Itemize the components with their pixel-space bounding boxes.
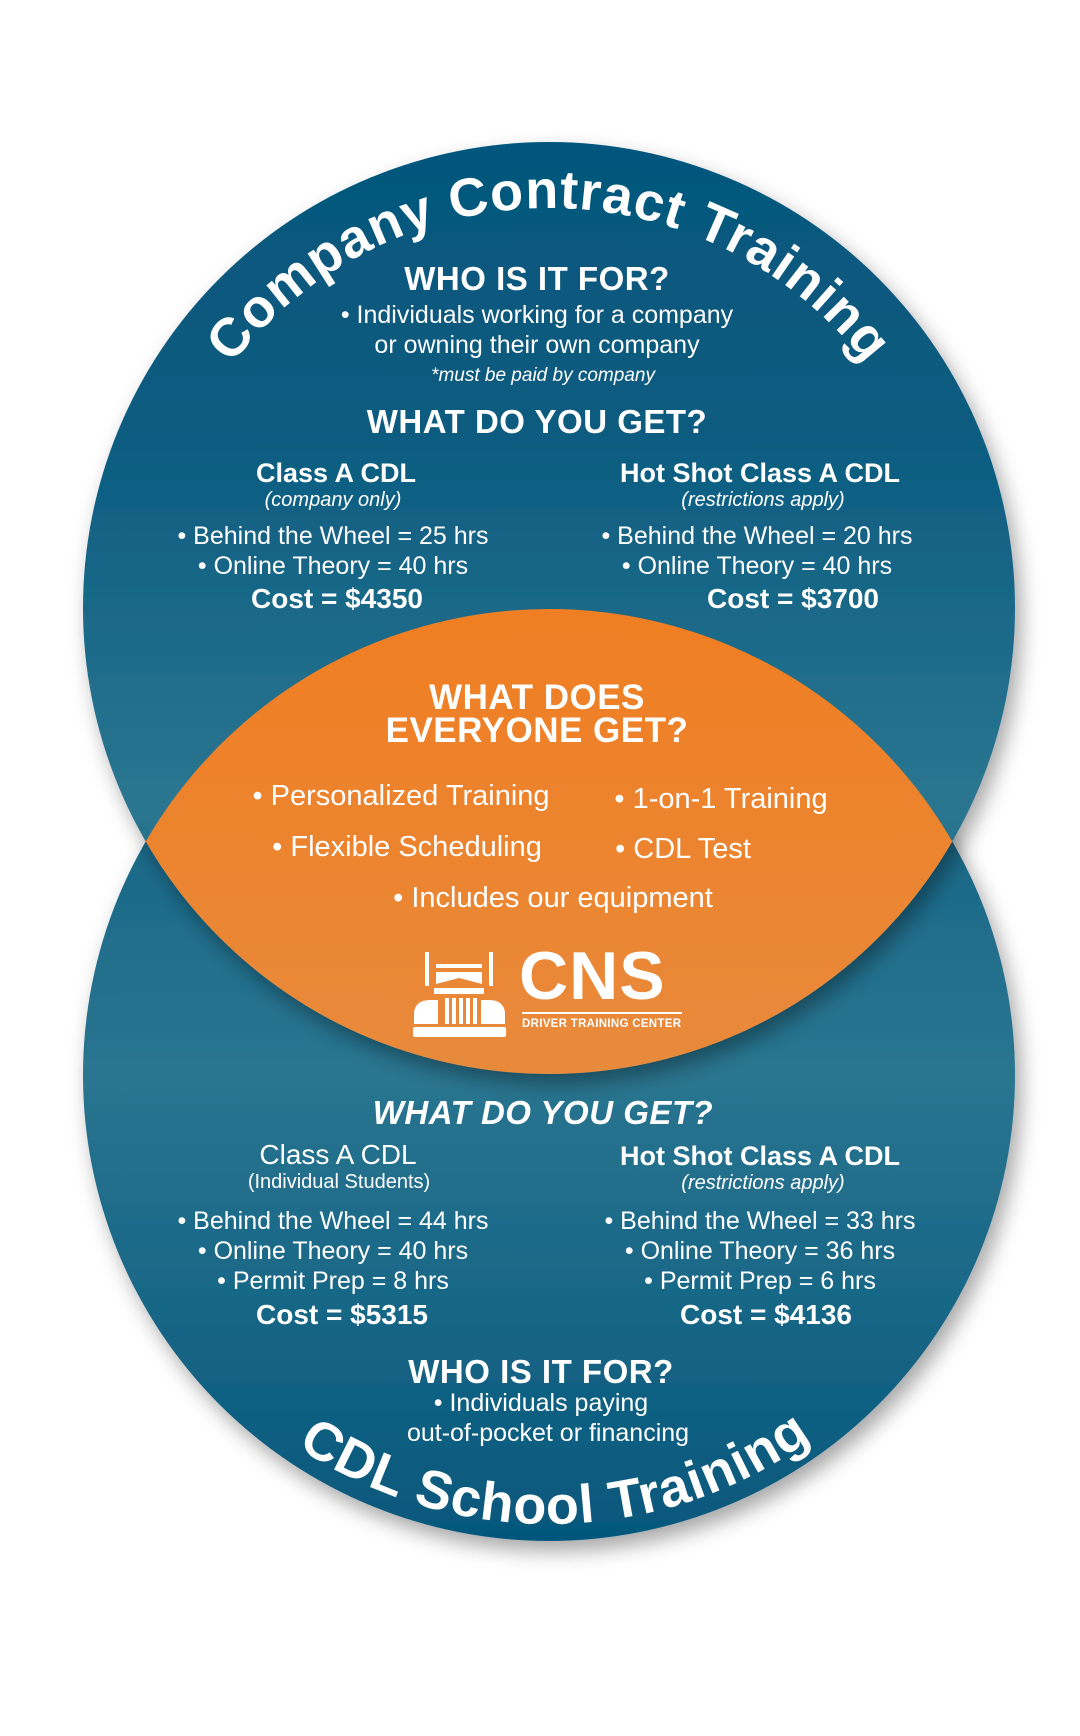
- top-right-item: • Behind the Wheel = 20 hrs: [601, 522, 913, 550]
- bottom-right-subtitle: (restrictions apply): [681, 1172, 845, 1194]
- top-who-line: • Individuals working for a company: [340, 301, 734, 329]
- logo-name: CNS: [519, 938, 666, 1014]
- bottom-left-item: • Online Theory = 40 hrs: [197, 1237, 469, 1265]
- top-get-title: WHAT DO YOU GET?: [366, 403, 708, 440]
- bottom-left-subtitle: (Individual Students): [247, 1171, 431, 1193]
- bottom-left-item: • Behind the Wheel = 44 hrs: [177, 1207, 489, 1235]
- bottom-right-item: • Online Theory = 36 hrs: [624, 1237, 896, 1265]
- middle-item: • Personalized Training: [252, 780, 550, 812]
- top-who-title: WHO IS IT FOR?: [404, 260, 670, 297]
- top-right-title: Hot Shot Class A CDL: [619, 458, 901, 488]
- top-right-subtitle: (restrictions apply): [681, 489, 845, 511]
- bottom-right-item: • Behind the Wheel = 33 hrs: [604, 1207, 916, 1235]
- top-left-item: • Online Theory = 40 hrs: [197, 552, 469, 580]
- bottom-right-title: Hot Shot Class A CDL: [619, 1141, 901, 1171]
- bottom-who-line: out-of-pocket or financing: [406, 1419, 690, 1447]
- bottom-left-title: Class A CDL: [259, 1139, 417, 1170]
- middle-item: • 1-on-1 Training: [614, 783, 828, 815]
- top-who-note: *must be paid by company: [431, 365, 655, 386]
- middle-item: • Flexible Scheduling: [272, 831, 542, 863]
- bottom-who-line: • Individuals paying: [433, 1389, 649, 1417]
- middle-title: WHAT DOES: [429, 678, 645, 717]
- top-left-cost: Cost = $4350: [251, 583, 423, 614]
- bottom-left-cost: Cost = $5315: [256, 1299, 428, 1330]
- top-left-title: Class A CDL: [255, 458, 417, 488]
- logo-divider: [522, 1012, 682, 1014]
- middle-item: • Includes our equipment: [393, 882, 713, 914]
- bottom-right-item: • Permit Prep = 6 hrs: [644, 1267, 876, 1295]
- top-right-cost: Cost = $3700: [707, 583, 879, 614]
- top-right-item: • Online Theory = 40 hrs: [621, 552, 893, 580]
- overlap-lens: [83, 609, 1015, 1074]
- cns-logo: CNS DRIVER TRAINING CENTER: [412, 942, 682, 1038]
- bottom-who-title: WHO IS IT FOR?: [408, 1353, 674, 1390]
- bottom-get-title: WHAT DO YOU GET?: [372, 1094, 714, 1131]
- bottom-right-cost: Cost = $4136: [680, 1299, 852, 1330]
- top-who-line: or owning their own company: [374, 331, 700, 359]
- bottom-left-item: • Permit Prep = 8 hrs: [217, 1267, 449, 1295]
- truck-icon: [413, 952, 506, 1037]
- middle-title: EVERYONE GET?: [385, 711, 689, 750]
- middle-item: • CDL Test: [615, 833, 751, 865]
- logo-tagline: DRIVER TRAINING CENTER: [522, 1018, 682, 1030]
- top-left-item: • Behind the Wheel = 25 hrs: [177, 522, 489, 550]
- top-left-subtitle: (company only): [264, 489, 402, 511]
